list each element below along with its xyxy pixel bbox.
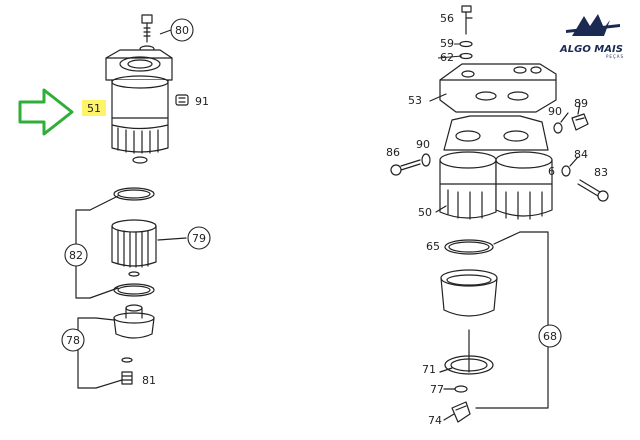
label-50: 50 (418, 206, 432, 219)
label-circle-82 (64, 243, 88, 267)
seal-ring-65-inner (448, 241, 490, 253)
washer-90a-part (553, 122, 563, 134)
label-71: 71 (422, 363, 436, 376)
label-56: 56 (440, 12, 454, 25)
filter-unit-51-part (105, 49, 173, 164)
label-circle-68 (538, 324, 562, 348)
label-77: 77 (430, 383, 444, 396)
bolt-80-part (139, 14, 155, 53)
seal-ring-65-part (444, 239, 494, 255)
label-74: 74 (428, 414, 442, 427)
bolt-56-part (459, 5, 473, 60)
filter-element-79-part (111, 219, 157, 277)
highlight-51 (82, 100, 106, 116)
label-91: 91 (195, 95, 209, 108)
washer-77-part (454, 385, 468, 393)
label-53: 53 (408, 94, 422, 107)
drain-plug-81-part (121, 371, 133, 385)
label-circle-78 (61, 328, 85, 352)
label-65: 65 (426, 240, 440, 253)
logo-name: ALGO MAIS (559, 44, 623, 55)
label-86: 86 (386, 146, 400, 159)
label-82: 82 (69, 249, 83, 262)
label-84: 84 (574, 148, 588, 161)
bracket-68-line (475, 231, 549, 409)
label-78: 78 (66, 334, 80, 347)
right-arrow-icon (18, 88, 74, 136)
label-90-lower: 90 (416, 138, 430, 151)
seal-ring-upper-inner (117, 189, 151, 199)
logo-tagline: PEÇAS (606, 54, 624, 59)
label-6: 6 (548, 165, 555, 178)
brand-logo: ALGO MAIS PEÇAS (559, 14, 624, 59)
label-59: 59 (440, 37, 454, 50)
twin-filter-50-part (439, 115, 553, 220)
seal-ring-upper (113, 187, 155, 201)
washer-6-part (561, 165, 571, 177)
label-68: 68 (543, 330, 557, 343)
plug-74-part (451, 401, 471, 423)
seal-ring-lower-inner (117, 285, 151, 295)
label-80: 80 (175, 24, 189, 37)
label-51: 51 (87, 102, 101, 115)
label-circle-79 (187, 226, 211, 250)
label-81: 81 (142, 374, 156, 387)
bowl-68-part (440, 269, 498, 317)
logo-mark-icon (566, 14, 620, 36)
plug-91-part (175, 94, 189, 106)
label-79: 79 (192, 232, 206, 245)
bolt-89-part (571, 113, 589, 131)
bracket-78-line (77, 317, 97, 389)
drain-71-part (444, 329, 494, 375)
filter-head-53-part (439, 63, 557, 113)
washer-part (121, 357, 133, 363)
label-90-upper: 90 (548, 105, 562, 118)
leader-79 (157, 237, 187, 241)
label-89: 89 (574, 97, 588, 110)
bolt-83-part (577, 179, 609, 202)
bowl-78-part (113, 304, 155, 339)
bolt-86-part (390, 159, 421, 176)
washer-90b-part (421, 153, 431, 167)
label-83: 83 (594, 166, 608, 179)
